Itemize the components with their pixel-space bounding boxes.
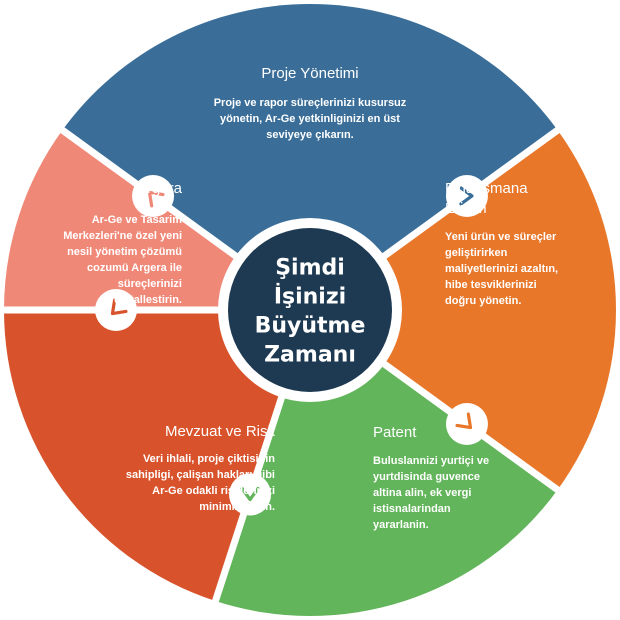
center-title-line: İşinizi bbox=[274, 284, 346, 310]
segment-finansmana-erisim bbox=[310, 130, 616, 490]
segment-body-line: Merkezleri'ne özel yeni bbox=[63, 230, 182, 242]
segment-title: Erişim bbox=[445, 200, 487, 217]
chevron-icon bbox=[147, 190, 165, 208]
segment-title: Finansmana bbox=[445, 180, 528, 197]
segment-body-line: Ar-Ge odakli risklerinizi bbox=[152, 485, 275, 497]
center-circle bbox=[228, 228, 392, 392]
badge-circle bbox=[95, 289, 137, 331]
segment-body-line: süreçlerinizi bbox=[118, 278, 182, 290]
segment-body-line: Buluslannizi yurtiçi ve bbox=[373, 455, 489, 467]
badge-circle bbox=[445, 403, 488, 446]
center-title-line: Zamanı bbox=[264, 343, 356, 368]
segment-title: Proje Yönetimi bbox=[261, 65, 358, 82]
segment-body-line: maliyetlerinizi azaltın, bbox=[445, 263, 558, 275]
segment-body-line: Yeni ürün ve süreçler bbox=[445, 231, 557, 243]
segment-mevzuat-ve-risk bbox=[4, 310, 310, 602]
badge-circle bbox=[229, 473, 272, 516]
badge-argera bbox=[132, 174, 175, 217]
segment-title: Mevzuat ve Risk bbox=[165, 423, 276, 440]
segment-body-line: minimize edin. bbox=[199, 501, 275, 513]
badge-mevzuat-ve-risk bbox=[95, 289, 137, 331]
segment-body-line: Veri ihlali, proje çiktisinin bbox=[143, 453, 275, 465]
segment-body-line: sahipligi, çalişan hakları gibi bbox=[126, 469, 275, 481]
segment-title: Patent bbox=[373, 424, 417, 441]
segment-body-line: yurtdisinda guvence bbox=[373, 471, 480, 483]
chevron-icon bbox=[455, 412, 473, 430]
chevron-icon bbox=[459, 186, 474, 206]
center-title-line: Büyütme bbox=[255, 314, 366, 339]
segment-body-line: dijitallestirin. bbox=[114, 294, 182, 306]
segment-body-line: yönetin, Ar-Ge yetkinliginizi en üst bbox=[220, 113, 400, 125]
badges-layer bbox=[95, 174, 488, 516]
segment-body-line: yararlanin. bbox=[373, 519, 429, 531]
chevron-icon bbox=[110, 298, 128, 316]
segment-body-line: doğru yönetin. bbox=[445, 295, 521, 307]
segment-body-line: altina alin, ek vergi bbox=[373, 487, 471, 499]
segment-proje-yonetimi bbox=[62, 4, 558, 311]
segment-body-line: seviyeye çıkarın. bbox=[266, 129, 353, 141]
badge-finansmana-erisim bbox=[445, 403, 488, 446]
segment-title: Argera bbox=[137, 180, 183, 197]
segment-body-line: nesil yönetim çözümü bbox=[67, 246, 182, 258]
segment-body-line: geliştirirken bbox=[445, 247, 508, 259]
segment-body-line: istisnalarindan bbox=[373, 503, 451, 515]
segment-body-line: hibe tesviklerinizi bbox=[445, 279, 537, 291]
segment-body-line: Proje ve rapor süreçlerinizi kusursuz bbox=[214, 97, 407, 109]
chevron-icon bbox=[240, 486, 260, 502]
segment-body-line: Ar-Ge ve Tasarim bbox=[92, 214, 183, 226]
badge-patent bbox=[229, 473, 272, 516]
badge-circle bbox=[445, 174, 488, 217]
badge-circle bbox=[132, 174, 175, 217]
badge-proje-yonetimi bbox=[445, 174, 488, 217]
segment-body-line: cozumü Argera ile bbox=[87, 262, 182, 274]
center-title-line: Şimdi bbox=[275, 256, 345, 281]
